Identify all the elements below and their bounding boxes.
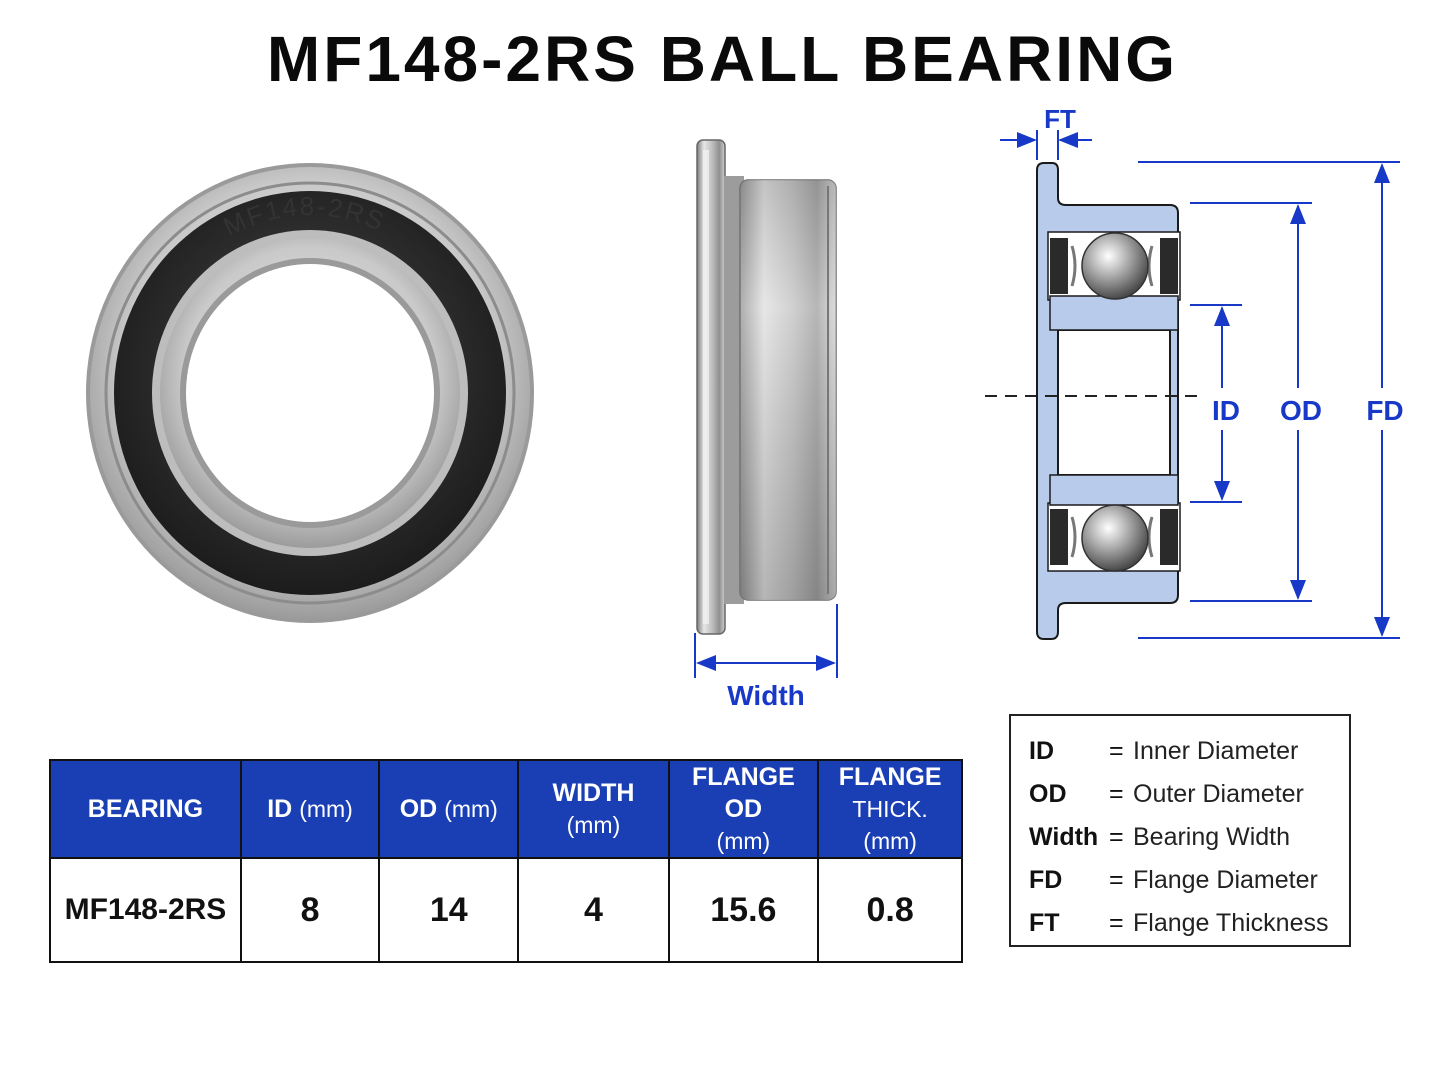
legend-definition: Bearing Width [1133,823,1291,851]
cell-width: 4 [517,857,670,963]
cell-flange-thick: 0.8 [817,857,963,963]
legend-item: Width = Bearing Width [1029,816,1349,859]
bearing-side-view: Width [694,139,838,711]
id-dimension-label: ID [1212,395,1240,426]
legend-item: ID = Inner Diameter [1029,730,1349,773]
ball-bottom [1081,504,1149,572]
bearing-front-view: MF148-2RS [86,163,534,623]
legend-equals: = [1109,823,1124,851]
width-dimension-label: Width [727,680,805,711]
header-bearing: BEARING [49,759,242,859]
abbreviation-legend: ID = Inner Diameter OD = Outer Diameter … [1009,714,1351,947]
legend-equals: = [1109,909,1124,937]
cell-id: 8 [239,857,381,963]
legend-abbr: ID [1029,737,1054,765]
spec-table: BEARING ID (mm) OD (mm) WIDTH (mm) FLANG… [49,759,963,963]
fd-dimension-label: FD [1366,395,1403,426]
legend-abbr: OD [1029,780,1067,808]
legend-item: FD = Flange Diameter [1029,859,1349,902]
ft-dimension-label: FT [1044,104,1076,134]
header-flange-od: FLANGE OD(mm) [667,759,820,859]
bearing-cross-section: FT ID OD FD [985,104,1404,640]
cell-od: 14 [378,857,520,963]
cell-bearing: MF148-2RS [49,857,242,963]
ball-top [1081,232,1149,300]
legend-abbr: Width [1029,823,1099,851]
legend-equals: = [1109,737,1124,765]
legend-item: OD = Outer Diameter [1029,773,1349,816]
header-od: OD (mm) [378,759,520,859]
header-width: WIDTH (mm) [517,759,670,859]
legend-abbr: FD [1029,866,1063,894]
spec-table-header-row: BEARING ID (mm) OD (mm) WIDTH (mm) FLANG… [49,759,963,859]
header-id: ID (mm) [239,759,381,859]
legend-definition: Flange Diameter [1133,866,1318,894]
legend-item: FT = Flange Thickness [1029,902,1349,945]
legend-definition: Inner Diameter [1133,737,1299,765]
page-title: MF148-2RS BALL BEARING [266,23,1179,95]
legend-definition: Flange Thickness [1133,909,1329,937]
table-row: MF148-2RS 8 14 4 15.6 0.8 [49,857,963,963]
legend-abbr: FT [1029,909,1060,937]
legend-equals: = [1109,780,1124,808]
legend-definition: Outer Diameter [1133,780,1304,808]
legend-equals: = [1109,866,1124,894]
od-dimension-label: OD [1280,395,1322,426]
cell-flange-od: 15.6 [667,857,820,963]
